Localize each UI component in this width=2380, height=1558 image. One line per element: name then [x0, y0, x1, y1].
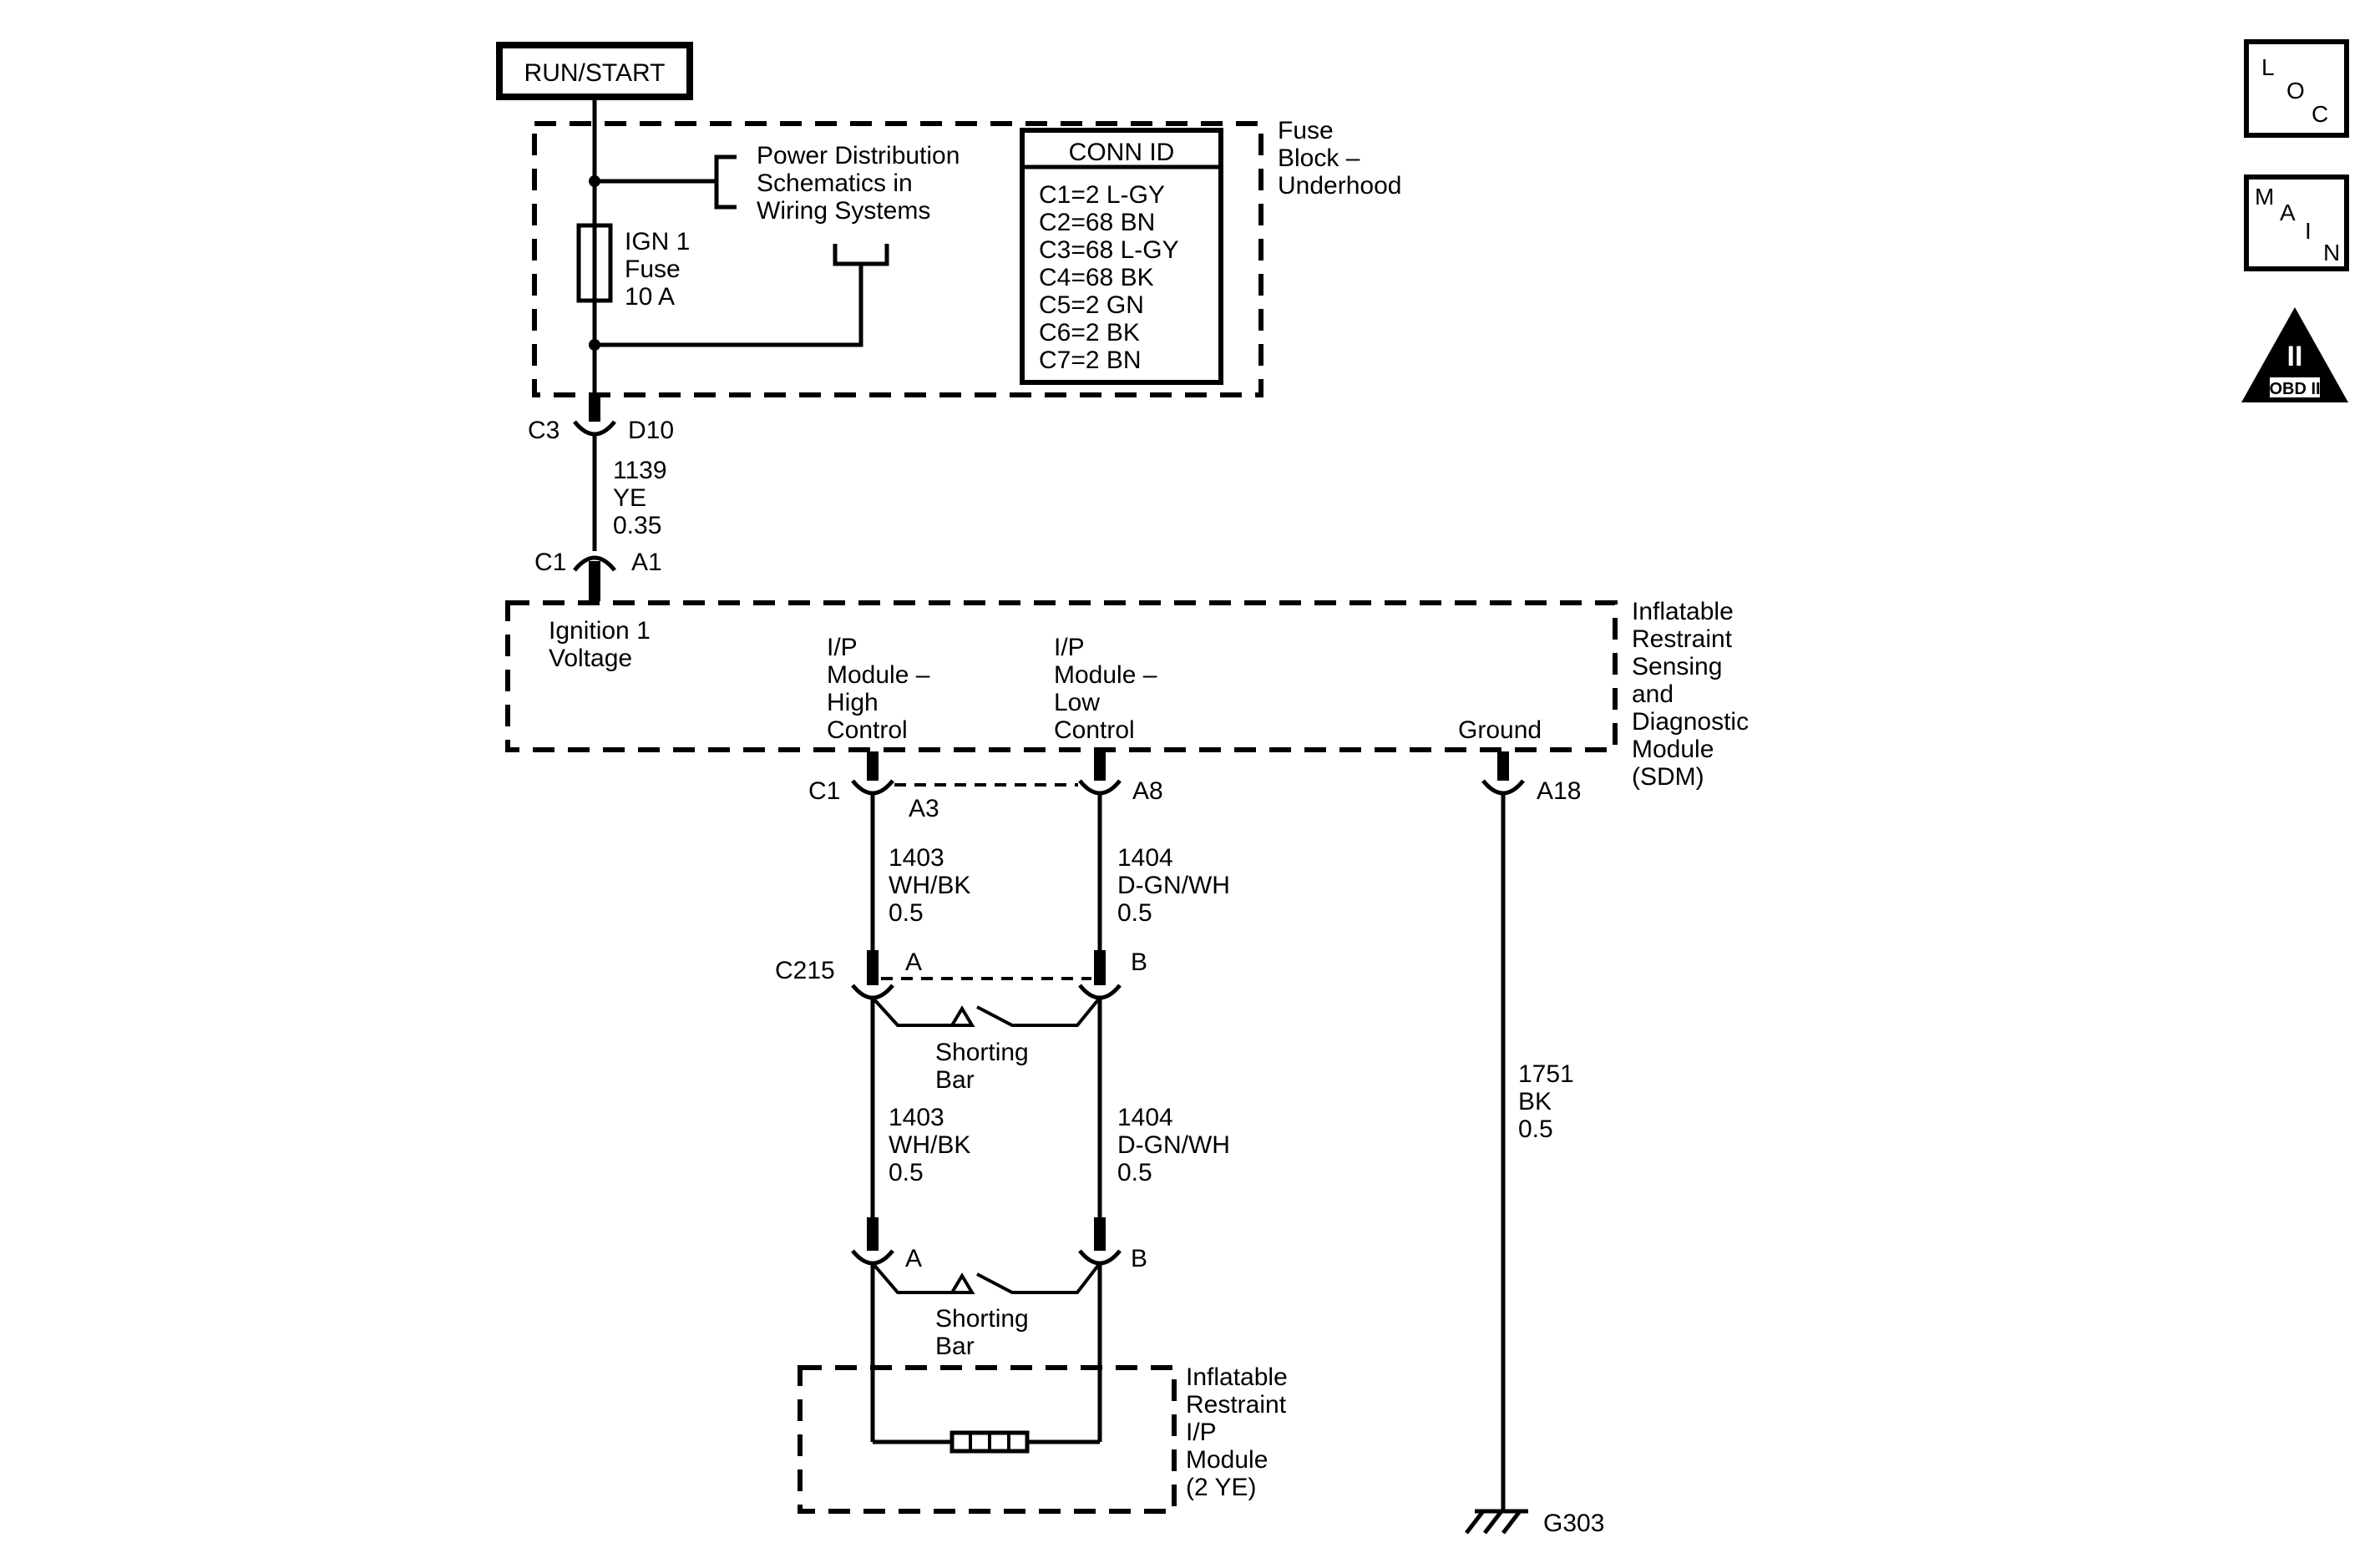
sdm-low-control: I/P Module – Low Control	[1054, 634, 1164, 744]
wire-1403-upper-label: 1403 WH/BK 0.5	[889, 844, 978, 927]
shorting-bar-c215-label: Shorting Bar	[935, 1039, 1036, 1094]
sdm-name: Inflatable Restraint Sensing and Diagnos…	[1632, 598, 1755, 791]
sdm-outline	[505, 600, 1618, 752]
run-start-label: RUN/START	[524, 59, 666, 87]
conn-id-rows: C1=2 L-GY C2=68 BN C3=68 L-GY C4=68 BK C…	[1039, 181, 1185, 374]
pin-module-a-label: A	[905, 1245, 922, 1272]
shorting-bar-module-label: Shorting Bar	[935, 1305, 1036, 1360]
connector-module-b-icon	[1078, 1249, 1122, 1266]
power-ref-bracket-icon	[714, 154, 737, 210]
ip-module-name: Inflatable Restraint I/P Module (2 YE)	[1186, 1363, 1294, 1501]
pin-c215-b-label: B	[1131, 948, 1147, 976]
shorting-bar-c215-icon	[871, 996, 1101, 1027]
pin-d10-label: D10	[628, 417, 674, 444]
connector-c215-b-icon	[1078, 984, 1122, 1000]
loc-nav-button[interactable]: L O C	[2244, 39, 2349, 138]
ip-module-outline	[798, 1365, 1177, 1514]
ground-g303-icon	[1465, 1509, 1528, 1535]
sdm-high-control: I/P Module – High Control	[827, 634, 937, 744]
connector-c3-icon	[573, 420, 616, 437]
pin-a8-label: A8	[1132, 777, 1163, 805]
pin-module-b-label: B	[1131, 1245, 1147, 1272]
connector-c1-a8-icon	[1078, 779, 1122, 796]
obd-ii-numeral: II	[2287, 341, 2303, 372]
connector-c1-a18-icon	[1481, 779, 1525, 796]
connector-c1-label-top: C1	[534, 549, 566, 576]
connector-c215-a-icon	[851, 984, 894, 1000]
connector-c1-label: C1	[808, 777, 840, 805]
connector-module-a-icon	[851, 1249, 894, 1266]
connector-c1-a3-icon	[851, 779, 894, 796]
wire-power-ref-return	[595, 264, 863, 347]
squib-resistor-icon	[949, 1430, 1030, 1454]
obd-ii-button[interactable]: II OBD II	[2241, 307, 2348, 402]
svg-text:L O C: L O C	[2261, 54, 2328, 127]
sdm-ground-label: Ground	[1458, 716, 1542, 744]
run-start-label-box: RUN/START	[496, 42, 693, 100]
obd-ii-label: OBD II	[2269, 380, 2320, 398]
ground-g303-label: G303	[1543, 1510, 1604, 1537]
conn-id-table: CONN ID C1=2 L-GY C2=68 BN C3=68 L-GY C4…	[1020, 128, 1223, 385]
conn-id-header: CONN ID	[1069, 139, 1175, 166]
connector-c3-label: C3	[528, 417, 560, 444]
wire-1403-lower-label: 1403 WH/BK 0.5	[889, 1104, 978, 1186]
fuse-block-outline	[532, 121, 1263, 397]
shorting-bar-module-icon	[871, 1262, 1101, 1294]
svg-text:M A I N: M A I N	[2255, 184, 2340, 266]
sdm-ignition-voltage: Ignition 1 Voltage	[549, 617, 657, 672]
main-nav-button[interactable]: M A I N	[2244, 175, 2349, 271]
wire-1404-upper-label: 1404 D-GN/WH 0.5	[1117, 844, 1237, 927]
wire-1139-label: 1139 YE 0.35	[613, 457, 674, 539]
pin-a18-label: A18	[1537, 777, 1581, 805]
power-ref-connector-icon	[833, 244, 889, 266]
pin-a1-label: A1	[631, 549, 662, 576]
connector-c215-label: C215	[775, 957, 835, 984]
connector-c1-a1-icon	[573, 555, 616, 572]
pin-a3-label: A3	[909, 795, 939, 822]
pin-c215-a-label: A	[905, 948, 922, 976]
fuse-ign1-label: IGN 1 Fuse 10 A	[625, 228, 697, 311]
wire-1404-lower-label: 1404 D-GN/WH 0.5	[1117, 1104, 1237, 1186]
fuse-block-name: Fuse Block – Underhood	[1278, 117, 1401, 200]
wire-1751-label: 1751 BK 0.5	[1518, 1060, 1581, 1143]
power-distribution-reference: Power Distribution Schematics in Wiring …	[757, 142, 967, 225]
